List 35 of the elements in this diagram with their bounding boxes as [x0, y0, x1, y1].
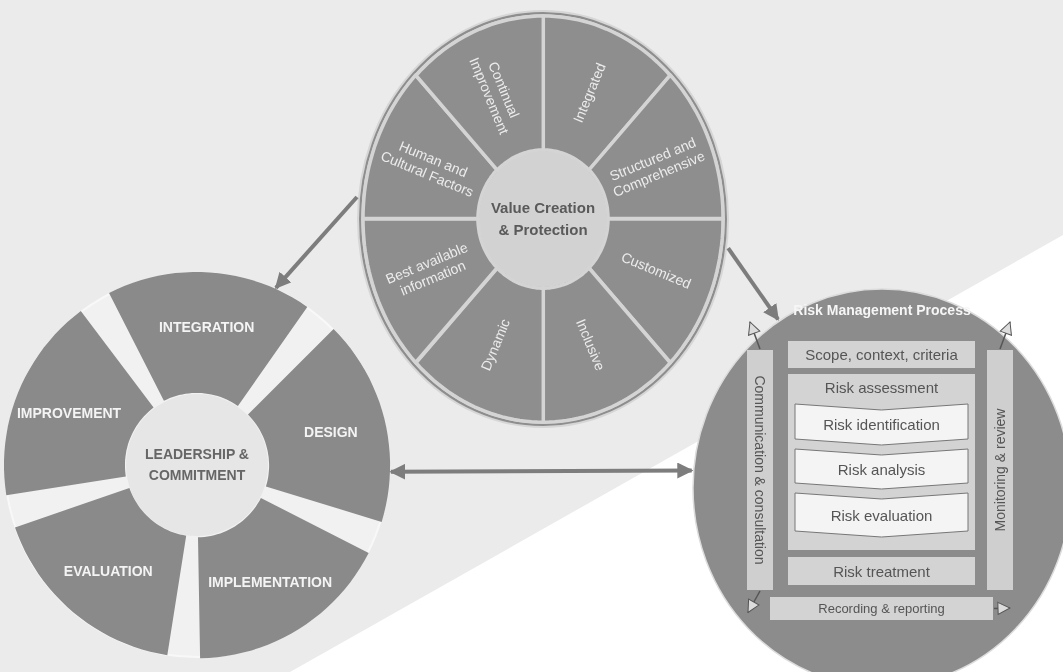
side-bar [747, 350, 773, 590]
bar-label: Communication & consultation [752, 375, 768, 565]
principles-wheel [357, 10, 729, 428]
arrow [993, 601, 1011, 615]
side-bar [987, 350, 1013, 590]
box-label: Risk treatment [833, 562, 930, 580]
arrow [274, 195, 359, 290]
center-label: Value Creation & Protection [489, 197, 597, 240]
segment-label: INTEGRATION [158, 319, 255, 336]
arrow [748, 321, 761, 350]
box-label: Scope, context, criteria [805, 346, 958, 363]
chevron-box [794, 492, 969, 538]
chevron-box [794, 448, 969, 490]
segment-label: EVALUATION [63, 562, 153, 579]
arrow [389, 462, 694, 480]
box-label: Risk analysis [837, 460, 926, 478]
process-box [788, 341, 975, 368]
center-label: LEADERSHIP & COMMITMENT [144, 445, 250, 485]
process-box [788, 557, 975, 585]
box-label: Recording & reporting [818, 601, 945, 616]
arrow [747, 590, 761, 614]
chevron-box [794, 403, 969, 446]
segment-label: IMPLEMENTATION [208, 574, 333, 590]
bar-label: Monitoring & review [992, 408, 1008, 532]
center-circle [125, 393, 269, 537]
segment-label: IMPROVEMENT [16, 405, 122, 422]
segment-label: DESIGN [304, 423, 358, 440]
process-box [788, 374, 975, 550]
box-label: Risk assessment [824, 379, 939, 396]
center-circle [478, 150, 608, 288]
box-label: Risk identification [823, 416, 940, 433]
process-box [770, 597, 993, 620]
arrow [726, 247, 780, 321]
box-label: Risk evaluation [830, 506, 933, 524]
arrow [999, 321, 1012, 350]
